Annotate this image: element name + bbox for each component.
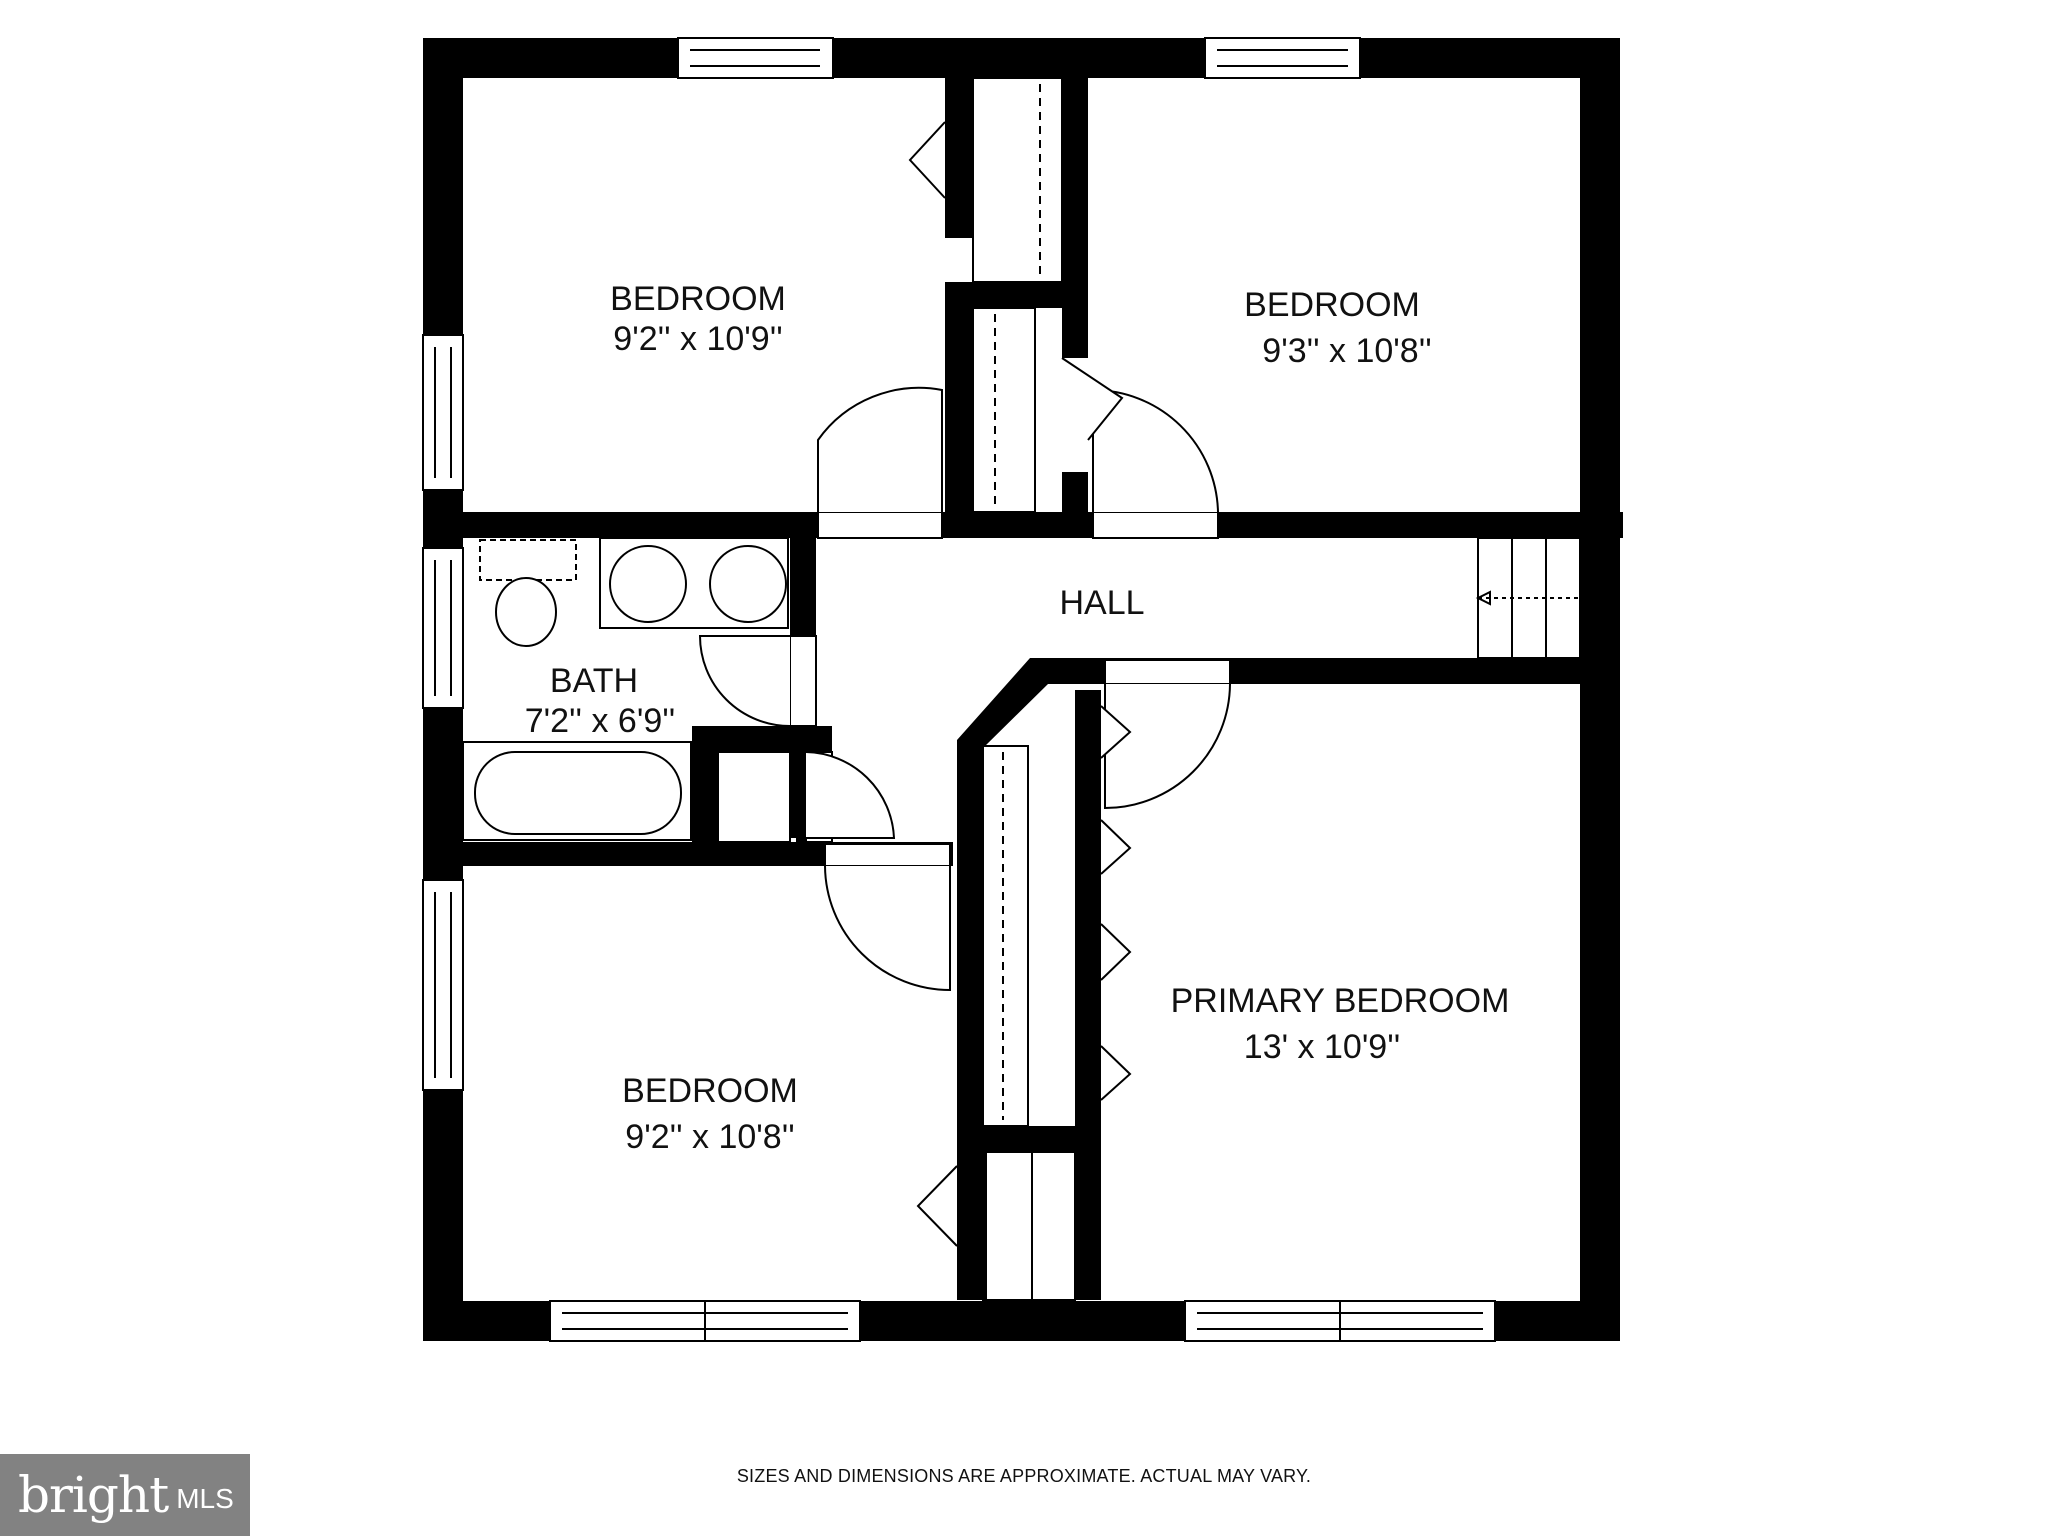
room-name: HALL [1059, 584, 1144, 622]
room-dims: 13' x 10'9'' [1244, 1028, 1400, 1066]
bright-mls-logo: bright MLS [0, 1454, 250, 1536]
closets [717, 77, 1581, 1301]
room-name: PRIMARY BEDROOM [1171, 982, 1510, 1020]
room-name: BEDROOM [1244, 286, 1420, 324]
logo-suffix: MLS [176, 1483, 234, 1514]
room-name: BEDROOM [622, 1072, 798, 1110]
room-name: BATH [550, 662, 638, 700]
room-name: BEDROOM [610, 280, 786, 318]
room-dims: 9'3'' x 10'8'' [1262, 332, 1431, 370]
disclaimer-text: SIZES AND DIMENSIONS ARE APPROXIMATE. AC… [736, 1466, 1312, 1486]
room-dims: 9'2'' x 10'9'' [613, 320, 782, 358]
logo-word: bright [18, 1466, 169, 1524]
windows [422, 37, 1496, 1342]
bath-fixtures [462, 537, 789, 841]
room-dims: 7'2'' x 6'9'' [525, 702, 675, 740]
room-labels: BEDROOM 9'2'' x 10'9'' BEDROOM 9'3'' x 1… [525, 280, 1510, 1156]
room-dims: 9'2'' x 10'8'' [625, 1118, 794, 1156]
doors [698, 121, 1231, 1247]
